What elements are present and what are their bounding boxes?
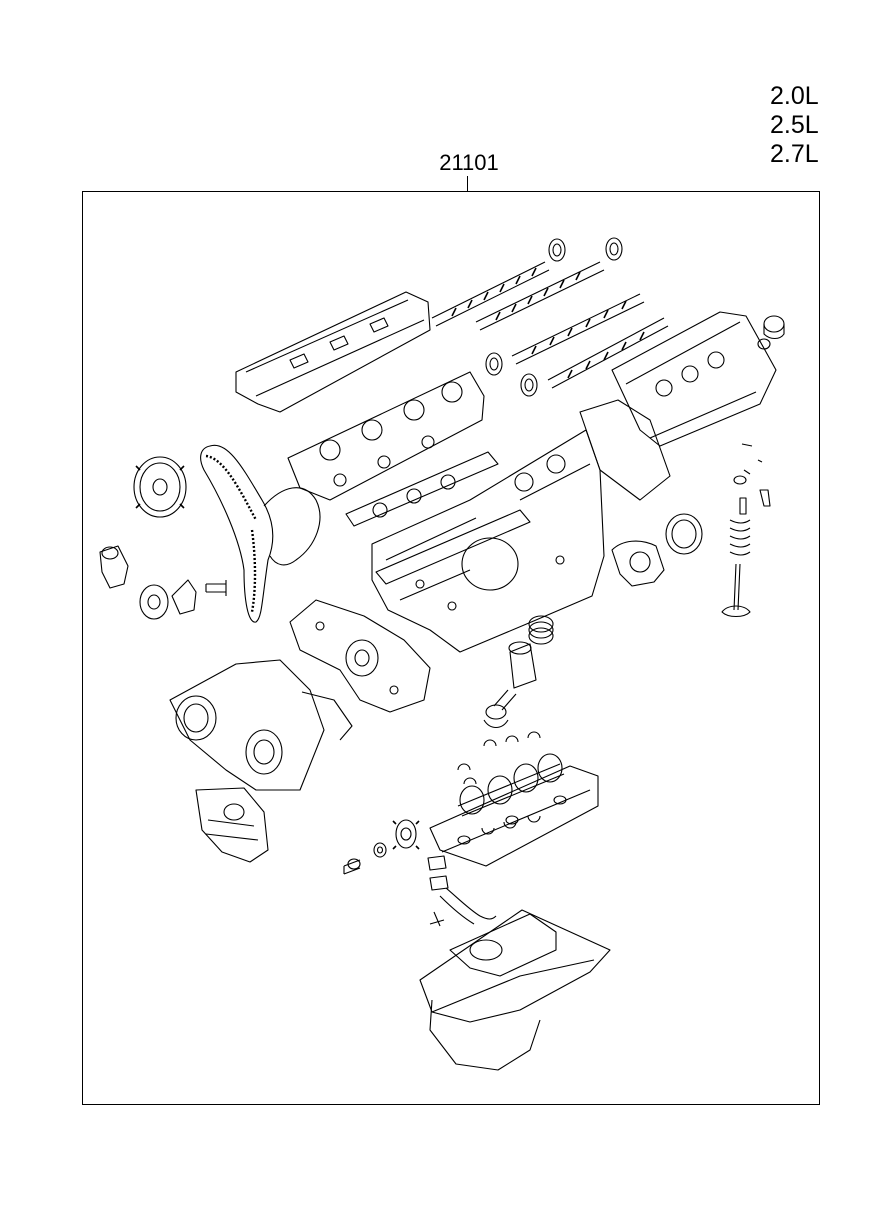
cylinder-head-right[interactable] (580, 312, 776, 500)
engine-block[interactable] (372, 430, 604, 652)
camshaft-seal-group[interactable] (486, 238, 622, 396)
rocker-cover-left[interactable] (236, 292, 430, 412)
oil-filler-cap[interactable] (758, 316, 784, 349)
crankshaft-rear-seal[interactable] (666, 514, 702, 554)
piston-ring-set[interactable] (529, 616, 553, 644)
connecting-rod[interactable] (484, 690, 516, 728)
cam-sprocket[interactable] (134, 457, 186, 517)
main-bearing-cap-frame[interactable] (430, 766, 598, 866)
valve-spring-retainer-set[interactable] (730, 444, 770, 555)
part-number-leader-line (467, 176, 468, 192)
crankshaft-sprocket[interactable] (374, 820, 419, 857)
oil-pickup-tube[interactable] (428, 856, 496, 926)
belt-tensioner[interactable] (100, 546, 226, 619)
camshaft-group[interactable] (432, 262, 668, 388)
assembly-frame (82, 191, 820, 1105)
oil-pump-front-cover[interactable] (290, 600, 430, 712)
engine-variant-2-0l: 2.0L (770, 82, 819, 110)
engine-variant-2-5l: 2.5L (770, 111, 819, 139)
oil-pan[interactable] (420, 910, 610, 1070)
timing-belt[interactable] (201, 445, 320, 622)
crankshaft[interactable] (458, 754, 564, 816)
intake-valve[interactable] (722, 564, 750, 617)
engine-variant-2-7l: 2.7L (770, 140, 819, 168)
crankshaft-pulley-bolt[interactable] (344, 859, 360, 874)
crankshaft-bearing-set[interactable] (458, 732, 540, 834)
rear-seal-housing[interactable] (612, 541, 664, 586)
assembly-part-number[interactable]: 21101 (439, 150, 499, 175)
piston[interactable] (509, 642, 536, 688)
timing-belt-cover-rear[interactable] (170, 660, 352, 790)
timing-belt-cover-lower[interactable] (196, 788, 268, 862)
engine-variant-list: 2.0L 2.5L 2.7L (770, 82, 870, 169)
head-gasket-group[interactable] (346, 452, 530, 584)
